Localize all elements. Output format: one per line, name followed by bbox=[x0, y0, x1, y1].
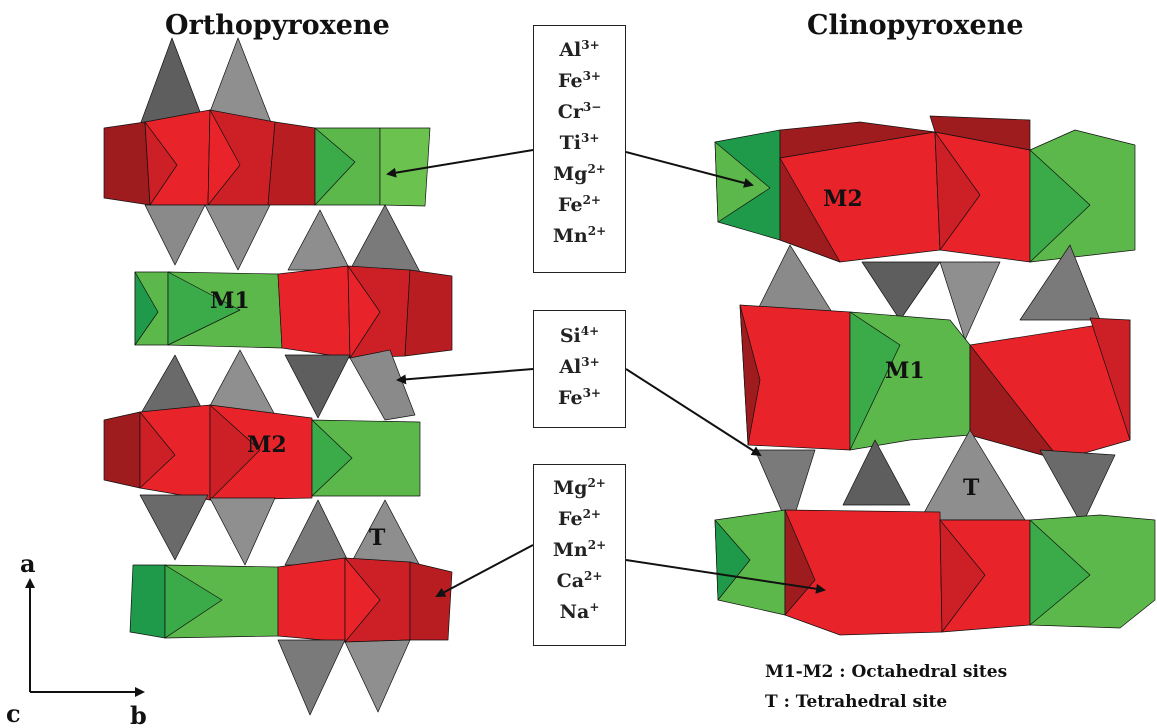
label-m2-clino: M2 bbox=[823, 186, 863, 212]
title-orthopyroxene: Orthopyroxene bbox=[165, 10, 390, 41]
arrow-box3-to-ortho-m2 bbox=[435, 544, 534, 597]
ion-entry: Mn2+ bbox=[552, 224, 607, 247]
axis-label-b: b bbox=[130, 701, 147, 728]
axis-label-c: c bbox=[6, 699, 21, 728]
arrow-box2-to-ortho-t bbox=[396, 368, 534, 385]
ion-entry: Mn2+ bbox=[552, 538, 607, 561]
arrow-box3-to-clino-m2 bbox=[625, 559, 826, 594]
arrow-box1-to-clino-m1 bbox=[625, 151, 754, 188]
ion-box-octahedral-m2: Mg2+ Fe2+ Mn2+ Ca2+ Na+ bbox=[533, 464, 626, 646]
ion-entry: Si4+ bbox=[559, 324, 600, 347]
label-t-clino: T bbox=[963, 475, 980, 501]
ion-entry: Fe3+ bbox=[558, 69, 601, 92]
ion-entry: Mg2+ bbox=[553, 476, 606, 499]
title-clinopyroxene: Clinopyroxene bbox=[807, 10, 1024, 41]
label-m2-ortho: M2 bbox=[247, 432, 287, 458]
ion-entry: Al3+ bbox=[559, 38, 600, 61]
ion-entry: Mg2+ bbox=[553, 162, 606, 185]
orthopyroxene-structure bbox=[103, 37, 453, 716]
label-m1-clino: M1 bbox=[885, 358, 925, 384]
legend-tetrahedral: T : Tetrahedral site bbox=[765, 692, 948, 712]
ion-entry: Al3+ bbox=[559, 355, 600, 378]
label-t-ortho: T bbox=[369, 525, 386, 551]
ion-entry: Fe2+ bbox=[558, 507, 601, 530]
clinopyroxene-structure bbox=[714, 115, 1156, 636]
ion-entry: Fe2+ bbox=[558, 193, 601, 216]
ion-entry: Ca2+ bbox=[556, 569, 603, 592]
axis-label-a: a bbox=[20, 549, 36, 578]
ion-entry: Cr3− bbox=[557, 100, 602, 123]
arrow-box1-to-ortho-m1 bbox=[386, 149, 534, 178]
ion-entry: Na+ bbox=[559, 600, 600, 623]
label-m1-ortho: M1 bbox=[210, 288, 250, 314]
arrows bbox=[386, 149, 826, 597]
ion-entry: Ti3+ bbox=[559, 131, 600, 154]
ion-box-tetrahedral: Si4+ Al3+ Fe3+ bbox=[533, 310, 626, 428]
arrow-box2-to-clino-t bbox=[625, 368, 762, 457]
ion-entry: Fe3+ bbox=[558, 386, 601, 409]
ion-box-octahedral-m1: Al3+ Fe3+ Cr3− Ti3+ Mg2+ Fe2+ Mn2+ bbox=[533, 25, 626, 273]
axes-indicator bbox=[25, 578, 145, 697]
legend-octahedral: M1-M2 : Octahedral sites bbox=[765, 662, 1008, 682]
